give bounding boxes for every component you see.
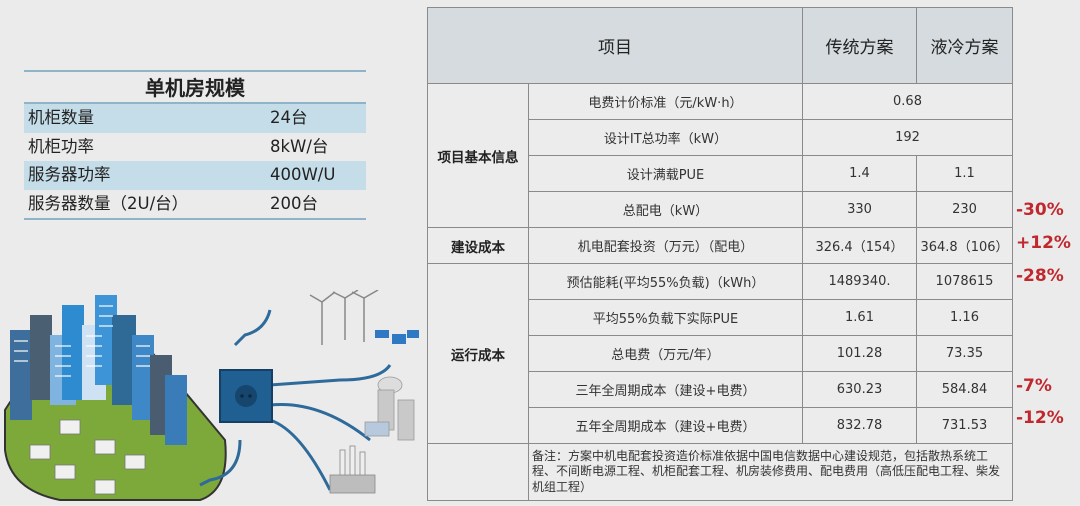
table-row: 平均55%负载下实际PUE 1.61 1.16 bbox=[428, 299, 1013, 336]
row-value-traditional: 832.78 bbox=[802, 407, 917, 444]
delta-energy-consumption: -28% bbox=[1016, 266, 1064, 286]
row-value-traditional: 1489340. bbox=[802, 263, 917, 300]
table-row: 设计IT总功率（kW） 192 bbox=[428, 119, 1013, 156]
spec-value: 8kW/台 bbox=[270, 136, 329, 156]
spec-label: 服务器数量（2U/台） bbox=[28, 193, 189, 213]
smart-city-power-illustration bbox=[4, 290, 419, 501]
delta-three-year-cost: -7% bbox=[1016, 376, 1052, 396]
row-item: 机电配套投资（万元）（配电） bbox=[528, 227, 803, 264]
row-value-liquid: 73.35 bbox=[916, 335, 1013, 372]
row-item: 五年全周期成本（建设+电费） bbox=[528, 407, 803, 444]
room-scale-title: 单机房规模 bbox=[24, 72, 366, 104]
table-row: 项目基本信息 电费计价标准（元/kW·h） 0.68 bbox=[427, 83, 1013, 228]
spec-value: 400W/U bbox=[270, 165, 336, 184]
row-value-liquid: 1078615 bbox=[916, 263, 1013, 300]
row-item: 电费计价标准（元/kW·h） bbox=[528, 83, 803, 120]
row-value-traditional: 326.4（154） bbox=[802, 227, 917, 264]
factory-icon bbox=[329, 445, 376, 494]
spec-row: 服务器数量（2U/台） 200台 bbox=[24, 190, 366, 219]
table-row: 运行成本 预估能耗(平均55%负载)（kWh） 1489340. 1078615 bbox=[427, 263, 1013, 444]
spec-label: 机柜功率 bbox=[28, 136, 94, 156]
row-value-merged: 192 bbox=[802, 119, 1013, 156]
table-row: 总电费（万元/年） 101.28 73.35 bbox=[428, 335, 1013, 372]
group-operation-cost: 运行成本 bbox=[427, 263, 529, 444]
spec-value: 24台 bbox=[270, 108, 308, 127]
spec-row: 机柜功率 8kW/台 bbox=[24, 133, 366, 162]
row-value-liquid: 1.1 bbox=[916, 155, 1013, 192]
row-value-liquid: 1.16 bbox=[916, 299, 1013, 336]
row-value-liquid: 364.8（106） bbox=[916, 227, 1013, 264]
row-item: 设计IT总功率（kW） bbox=[528, 119, 803, 156]
houses-icon bbox=[29, 419, 146, 495]
row-value-traditional: 101.28 bbox=[802, 335, 917, 372]
table-header-row: 项目 传统方案 液冷方案 bbox=[427, 7, 1013, 84]
buildings-icon bbox=[10, 295, 187, 445]
row-value-traditional: 1.61 bbox=[802, 299, 917, 336]
header-traditional: 传统方案 bbox=[802, 7, 917, 84]
row-item: 平均55%负载下实际PUE bbox=[528, 299, 803, 336]
row-value-traditional: 1.4 bbox=[802, 155, 917, 192]
group-construction-cost: 建设成本 bbox=[427, 227, 529, 264]
row-value-traditional: 630.23 bbox=[802, 371, 917, 408]
row-value-liquid: 584.84 bbox=[916, 371, 1013, 408]
table-row: 建设成本 机电配套投资（万元）（配电） 326.4（154） 364.8（106… bbox=[427, 227, 1013, 264]
row-item: 三年全周期成本（建设+电费） bbox=[528, 371, 803, 408]
power-plant-icon bbox=[364, 376, 415, 441]
row-value-liquid: 230 bbox=[916, 191, 1013, 228]
header-liquid: 液冷方案 bbox=[916, 7, 1013, 84]
delta-construction-investment: +12% bbox=[1016, 233, 1071, 253]
room-scale-table: 单机房规模 机柜数量 24台 机柜功率 8kW/台 服务器功率 400W/U 服… bbox=[24, 70, 366, 220]
spec-row: 机柜数量 24台 bbox=[24, 104, 366, 133]
row-value-liquid: 731.53 bbox=[916, 407, 1013, 444]
spec-label: 服务器功率 bbox=[28, 165, 111, 184]
spec-label: 机柜数量 bbox=[28, 108, 94, 127]
power-cables-icon bbox=[199, 309, 392, 491]
delta-total-power: -30% bbox=[1016, 200, 1064, 220]
spec-value: 200台 bbox=[270, 193, 318, 213]
row-item: 总电费（万元/年） bbox=[528, 335, 803, 372]
delta-five-year-cost: -12% bbox=[1016, 408, 1064, 428]
solar-panels-icon bbox=[375, 330, 419, 344]
table-note: 备注：方案中机电配套投资造价标准依据中国电信数据中心建设规范，包括散热系统工程、… bbox=[528, 443, 1013, 501]
table-row: 五年全周期成本（建设+电费） 832.78 731.53 bbox=[428, 407, 1013, 444]
table-note-row: 备注：方案中机电配套投资造价标准依据中国电信数据中心建设规范，包括散热系统工程、… bbox=[427, 443, 1013, 501]
row-item: 预估能耗(平均55%负载)（kWh） bbox=[528, 263, 803, 300]
spec-row: 服务器功率 400W/U bbox=[24, 161, 366, 190]
table-row: 设计满载PUE 1.4 1.1 bbox=[428, 155, 1013, 192]
cost-comparison-table: 项目 传统方案 液冷方案 项目基本信息 电费计价标准（元/kW·h） 0.68 … bbox=[427, 7, 1013, 501]
row-item: 设计满载PUE bbox=[528, 155, 803, 192]
row-value-traditional: 330 bbox=[802, 191, 917, 228]
row-value-merged: 0.68 bbox=[802, 83, 1013, 120]
row-item: 总配电（kW） bbox=[528, 191, 803, 228]
header-item: 项目 bbox=[427, 7, 803, 84]
wind-turbines-icon bbox=[309, 290, 379, 345]
note-empty-cell bbox=[427, 443, 529, 501]
group-basic-info: 项目基本信息 bbox=[427, 83, 529, 228]
